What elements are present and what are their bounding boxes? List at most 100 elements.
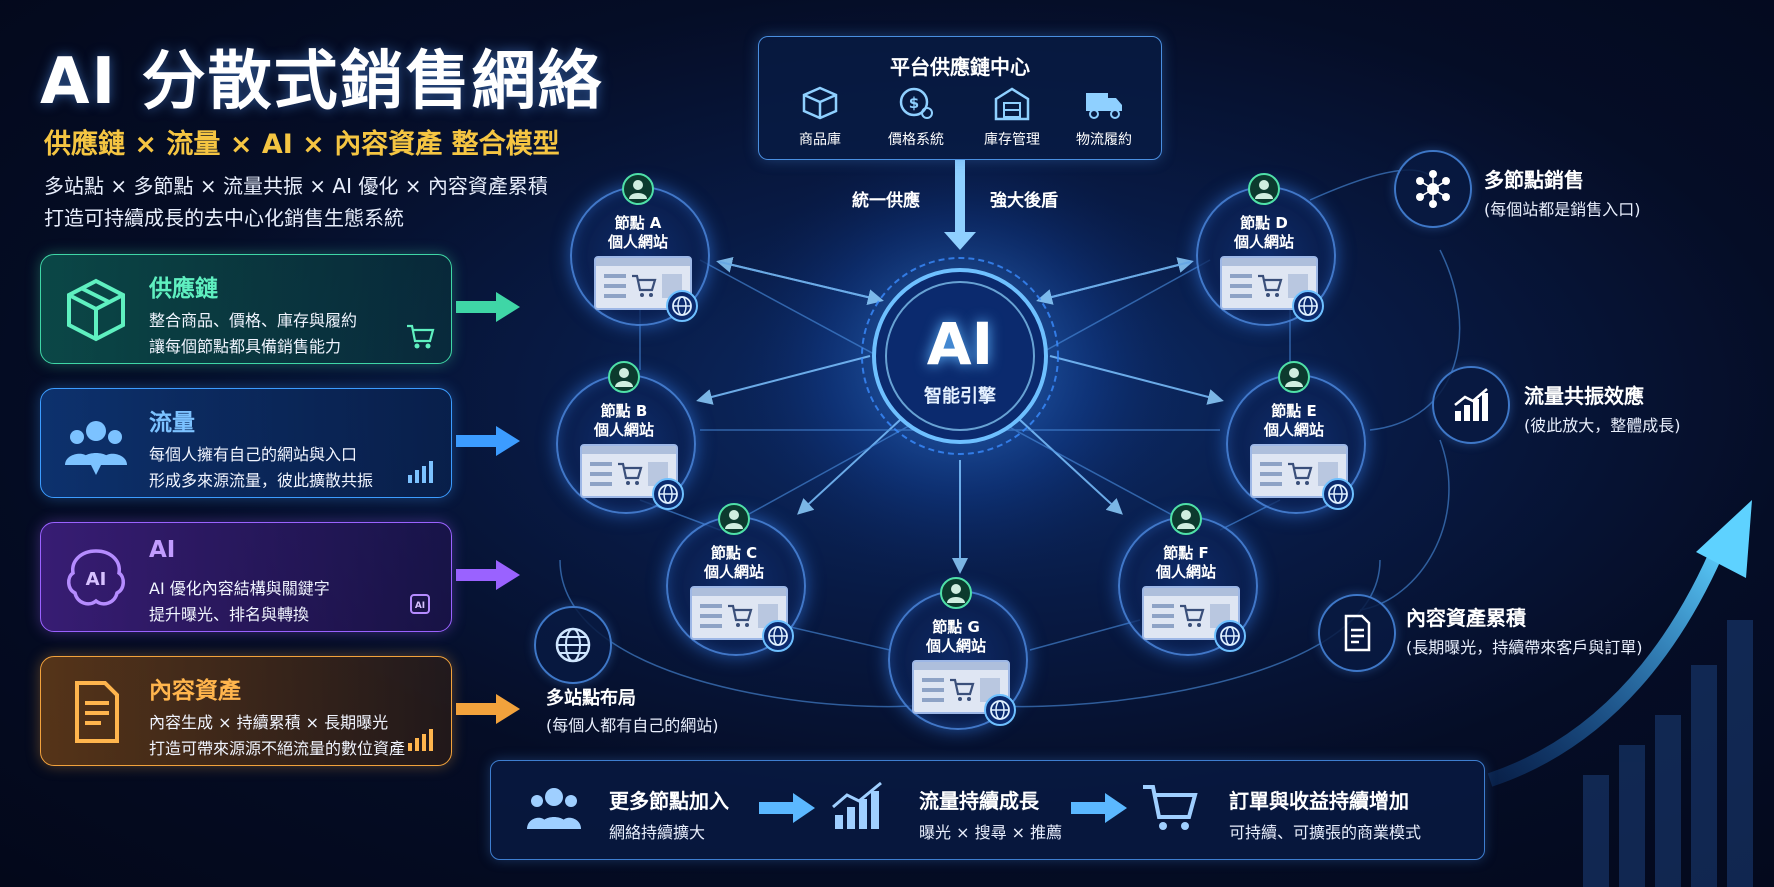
website-window-icon [1220,256,1318,310]
card-traffic: 流量 每個人擁有自己的網站與入口 形成多來源流量，彼此擴散共振 [40,388,452,498]
cart-icon [407,324,435,349]
network-icon [1416,170,1450,208]
price-icon: $ [899,87,933,119]
description-line-1: 多站點 × 多節點 × 流量共振 × AI 優化 × 內容資產累積 [44,174,548,198]
node-name: 節點 D [1240,214,1288,232]
node-type: 個人網站 [925,637,986,655]
document-icon [75,681,119,743]
globe-icon [666,290,698,322]
platform-item: 商品庫 [775,85,865,149]
users-icon [527,788,581,829]
user-avatar-icon [1170,503,1202,535]
multi-site-subtitle: (每個人都有自己的網站) [546,716,719,735]
card-line: AI 優化內容結構與關鍵字 [149,579,330,598]
card-line: 形成多來源流量，彼此擴散共振 [149,471,374,490]
arrow-right-icon [456,560,520,590]
card-line: 打造可帶來源源不絕流量的數位資產 [149,739,406,758]
ai-core-subtitle: 智能引擎 [924,386,996,407]
step-title: 訂單與收益持續增加 [1229,789,1409,813]
node-name: 節點 E [1271,402,1317,420]
card-title: AI [149,537,176,563]
feature-subtitle: (每個站都是銷售入口) [1484,200,1641,219]
user-avatar-icon [1248,173,1280,205]
ai-engine-core: AI 智能引擎 [858,254,1062,458]
platform-item: $ 價格系統 [871,85,961,149]
globe-icon [1214,620,1246,652]
website-window-icon [1250,444,1348,498]
svg-text:$: $ [909,94,919,112]
multi-site-badge [534,606,612,684]
user-avatar-icon [608,361,640,393]
node-name: 節點 B [600,402,648,420]
feature-badge-traffic-resonance [1432,366,1510,444]
ai-brain-icon: AI [67,549,125,606]
card-content-assets: 內容資產 內容生成 × 持續累積 × 長期曝光 打造可帶來源源不絕流量的數位資產 [40,656,452,766]
growth-chart-icon [408,461,433,483]
arrow-right-icon [456,694,520,724]
step-subtitle: 網絡持續擴大 [609,823,706,842]
card-line: 提升曝光、排名與轉換 [149,605,310,624]
node-type: 個人網站 [703,563,764,581]
card-ai: AI AI AI 優化內容結構與關鍵字 提升曝光、排名與轉換 AI [40,522,452,632]
node-type: 個人網站 [593,421,654,439]
growth-chart-icon [1454,388,1488,421]
platform-supply-center: 平台供應鏈中心 商品庫 $ 價格系統 庫存管理 物流履約 [758,36,1162,160]
box-icon [67,278,125,342]
user-avatar-icon [622,173,654,205]
platform-item-label: 商品庫 [799,132,841,148]
feature-badge-content-assets [1318,594,1396,672]
svg-text:AI: AI [415,601,425,611]
growth-chart-icon [408,729,433,751]
feature-subtitle: (長期曝光，持續帶來客戶與訂單) [1406,638,1643,657]
globe-icon [984,694,1016,726]
label-strong-backing: 強大後盾 [990,191,1058,211]
globe-icon [652,478,684,510]
card-line: 讓每個節點都具備銷售能力 [149,337,342,356]
feature-title: 流量共振效應 [1524,384,1644,408]
multi-site-title: 多站點布局 [546,688,636,709]
globe-icon [555,627,591,663]
globe-icon [1322,478,1354,510]
users-icon [65,421,127,475]
growth-chart-icon [832,781,882,829]
arrow-right-icon [759,793,815,823]
page-subtitle: 供應鏈 × 流量 × AI × 內容資產 整合模型 [44,129,560,160]
arrow-right-icon [456,426,520,456]
card-line: 整合商品、價格、庫存與履約 [149,311,358,330]
feature-subtitle: (彼此放大，整體成長) [1524,416,1681,435]
growth-flow-bar: 更多節點加入 網絡持續擴大 流量持續成長 曝光 × 搜尋 × 推薦 訂單與收益持… [490,760,1485,860]
platform-item: 庫存管理 [967,85,1057,149]
ai-core-title: AI [926,310,994,378]
card-line: 內容生成 × 持續累積 × 長期曝光 [149,713,389,732]
step-title: 流量持續成長 [919,789,1039,813]
document-icon [1344,614,1371,652]
feature-title: 內容資產累積 [1406,606,1526,630]
cart-icon [1143,785,1198,830]
user-avatar-icon [940,577,972,609]
node-type: 個人網站 [1155,563,1216,581]
card-title: 內容資產 [149,678,241,704]
ai-chip-icon: AI [410,594,430,614]
node-name: 節點 G [932,618,980,636]
card-line: 每個人擁有自己的網站與入口 [149,445,358,464]
user-avatar-icon [1278,361,1310,393]
node-name: 節點 A [614,214,662,232]
card-title: 供應鏈 [149,276,218,302]
platform-title: 平台供應鏈中心 [890,55,1030,79]
card-title: 流量 [149,410,195,436]
platform-item-label: 庫存管理 [984,132,1040,148]
node-type: 個人網站 [1263,421,1324,439]
arrow-right-icon [456,292,520,322]
ai-core-rings [861,257,1059,455]
step-subtitle: 可持續、可擴張的商業模式 [1229,823,1422,842]
platform-item-label: 物流履約 [1076,132,1132,148]
feature-title: 多節點銷售 [1484,168,1584,192]
node-type: 個人網站 [1233,233,1294,251]
